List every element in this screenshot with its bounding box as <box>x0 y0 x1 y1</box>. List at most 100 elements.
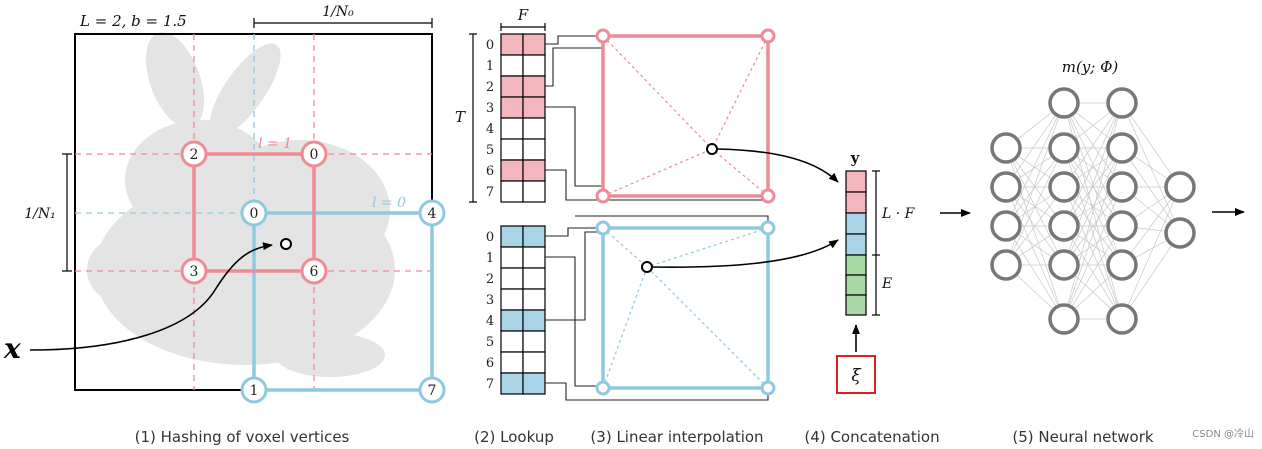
n0-label: 1/N₀ <box>322 4 354 20</box>
table-blue-index: 7 <box>486 377 494 392</box>
table-red-index: 0 <box>486 38 494 53</box>
network-neuron <box>990 171 1022 203</box>
network-edge <box>1121 102 1181 188</box>
network-edge <box>1121 232 1181 320</box>
network-neuron <box>1164 217 1196 249</box>
xi-label: ξ <box>851 366 862 386</box>
table-cell <box>500 180 524 203</box>
blue-node-label: 0 <box>250 206 259 222</box>
red-level-label: l = 1 <box>258 136 292 152</box>
table-red-index: 4 <box>486 122 494 137</box>
blue-vertex-nodes <box>240 199 446 404</box>
table-cell <box>500 75 524 98</box>
table-red-index: 2 <box>486 80 494 95</box>
table-blue-index: 5 <box>486 335 494 350</box>
blue-interp-point <box>641 261 653 273</box>
table-cell <box>522 372 546 395</box>
network-edge <box>1005 186 1065 320</box>
captions: (1) Hashing of voxel vertices (2) Lookup… <box>135 427 1254 446</box>
panel-concatenation: y L · F E ξ <box>836 149 971 394</box>
table-cell <box>500 138 524 161</box>
panel-interpolation <box>595 28 839 396</box>
table-cell <box>500 96 524 119</box>
table-red-index: 1 <box>486 59 494 74</box>
network-edge <box>1121 186 1181 266</box>
concat-vector <box>845 170 867 316</box>
network-edge <box>1121 186 1181 320</box>
table-cell <box>522 138 546 161</box>
network-edge <box>1005 102 1065 188</box>
network-edge <box>1063 186 1123 266</box>
table-blue-index: 6 <box>486 356 494 371</box>
caption-lookup: (2) Lookup <box>474 428 554 446</box>
t-bracket <box>469 33 477 203</box>
table-cell <box>500 372 524 395</box>
network-edge <box>1063 147 1123 227</box>
table-blue-index: 4 <box>486 314 494 329</box>
red-interp-point <box>706 143 718 155</box>
network-neuron <box>1106 210 1138 242</box>
table-cell <box>500 330 524 353</box>
network-neuron <box>1164 171 1196 203</box>
network-neuron <box>1048 87 1080 119</box>
panel-lookup: F T 0 1 2 3 4 5 6 7 0 1 2 3 4 5 <box>455 6 769 401</box>
bunny-silhouette <box>87 32 395 377</box>
network-edge <box>1005 147 1065 227</box>
network-edge <box>1063 147 1123 266</box>
blue-lookup-connectors <box>545 215 769 401</box>
network-edge <box>1063 102 1123 188</box>
input-arrow <box>29 242 273 351</box>
table-red-index: 5 <box>486 143 494 158</box>
table-cell <box>522 180 546 203</box>
blue-node-label: 1 <box>250 383 259 399</box>
red-lookup-connectors <box>545 35 769 201</box>
network-edge <box>1005 147 1065 266</box>
table-blue-index: 0 <box>486 230 494 245</box>
red-voxel <box>192 152 316 273</box>
blue-to-concat-arrow <box>651 239 839 268</box>
table-cell <box>500 225 524 248</box>
network-neuron <box>990 210 1022 242</box>
network-edge <box>1063 225 1123 320</box>
table-cell <box>522 246 546 269</box>
network-edge <box>1063 102 1123 227</box>
red-node-label: 6 <box>310 264 319 280</box>
network-neuron <box>1106 132 1138 164</box>
sample-point <box>280 238 292 250</box>
red-to-concat-arrow <box>716 148 839 183</box>
table-cell <box>522 330 546 353</box>
table-cell <box>522 75 546 98</box>
network-neuron <box>1106 303 1138 335</box>
panel-neural-network: m(y; Φ) <box>990 58 1245 335</box>
network-edge <box>1063 186 1123 320</box>
panel-hashing: 2 0 3 6 0 4 1 7 l = 1 l = 0 L = 2, b = 1… <box>3 4 446 404</box>
red-node-label: 2 <box>190 147 199 163</box>
table-cell <box>522 351 546 374</box>
table-cell <box>522 288 546 311</box>
table-cell <box>522 267 546 290</box>
network-edge <box>1121 102 1181 234</box>
table-cell <box>500 159 524 182</box>
blue-interp-lines <box>602 227 769 389</box>
n0-bracket <box>253 18 433 28</box>
table-cell <box>522 309 546 332</box>
xi-highlight-box <box>836 355 876 394</box>
table-red-index: 6 <box>486 164 494 179</box>
caption-concatenation: (4) Concatenation <box>804 428 939 446</box>
network-neuron <box>1048 249 1080 281</box>
blue-level-label: l = 0 <box>372 195 406 211</box>
red-node-label: 3 <box>190 264 199 280</box>
table-red-index: 3 <box>486 101 494 116</box>
f-label: F <box>517 6 529 24</box>
n1-bracket <box>62 153 72 272</box>
table-cell <box>522 96 546 119</box>
red-vertex-nodes <box>180 140 328 285</box>
blue-voxel <box>252 211 434 392</box>
red-interp-square <box>601 34 770 198</box>
hash-table-red <box>500 33 546 203</box>
network-neuron <box>1106 171 1138 203</box>
network-edge <box>1005 225 1065 320</box>
blue-node-label: 7 <box>428 383 437 399</box>
blue-interp-corners <box>595 220 776 396</box>
network-edge <box>1121 147 1181 234</box>
